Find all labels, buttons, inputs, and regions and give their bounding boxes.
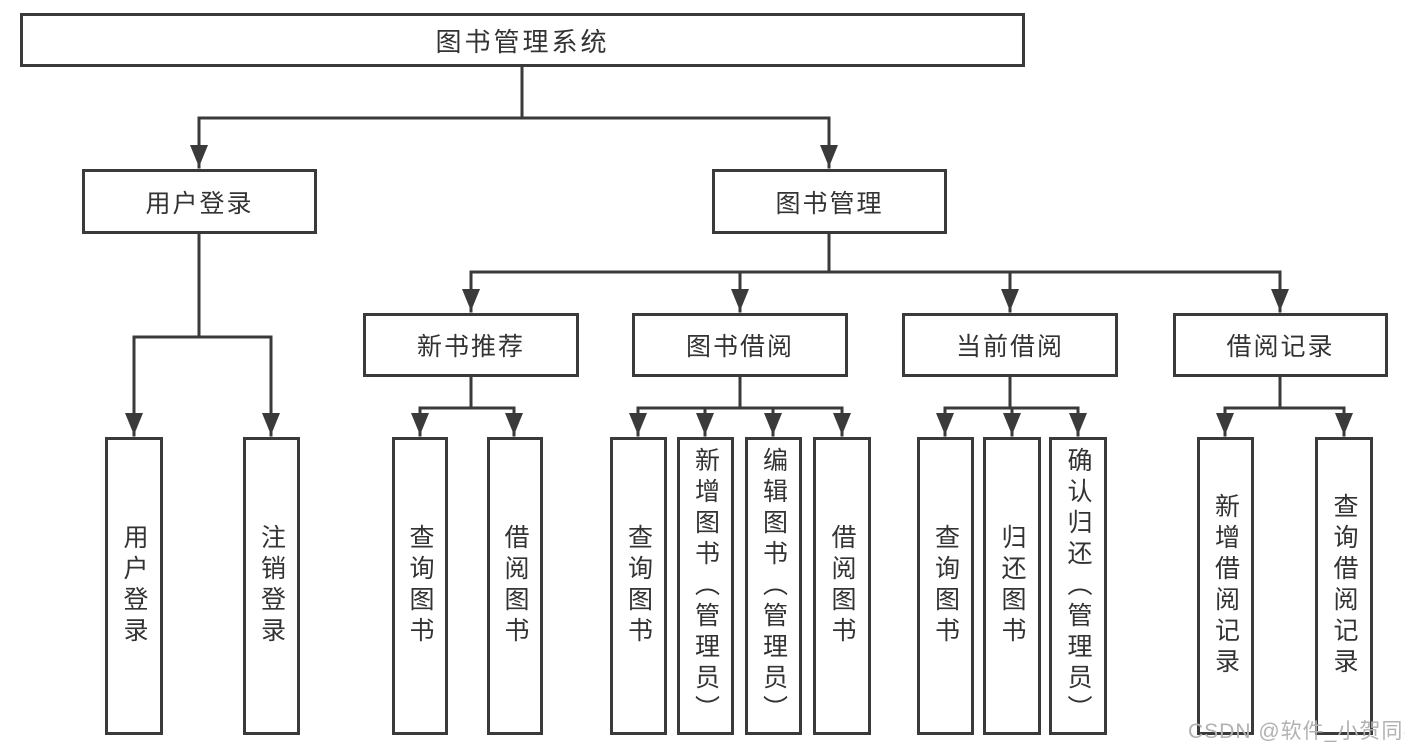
node-current-borrow-label: 当前借阅 (955, 333, 1064, 361)
leaf-bb-edit-books-admin-label: 编辑图书（管理员） (759, 446, 788, 726)
leaf-logout: 注销登录 (243, 437, 300, 735)
leaf-cb-return-books-label: 归还图书 (998, 524, 1026, 648)
node-book-mgmt: 图书管理 (712, 169, 947, 234)
leaf-cb-confirm-return-admin: 确认归还（管理员） (1049, 437, 1107, 735)
leaf-bb-edit-books-admin: 编辑图书（管理员） (745, 437, 802, 735)
leaf-user-login-label: 用户登录 (120, 524, 148, 648)
leaf-cb-return-books: 归还图书 (983, 437, 1041, 735)
node-new-books-label: 新书推荐 (416, 333, 525, 361)
leaf-br-add-record-label: 新增借阅记录 (1211, 493, 1240, 679)
leaf-nb-borrow-books: 借阅图书 (487, 437, 543, 735)
leaf-bb-borrow-books-label: 借阅图书 (828, 524, 856, 648)
node-root: 图书管理系统 (20, 13, 1025, 67)
csdn-watermark: CSDN @软件_小贺同学 (1188, 720, 1405, 743)
leaf-nb-query-books-label: 查询图书 (406, 524, 434, 648)
leaf-nb-query-books: 查询图书 (392, 437, 448, 735)
leaf-nb-borrow-books-label: 借阅图书 (501, 524, 529, 648)
leaf-br-query-record: 查询借阅记录 (1315, 437, 1373, 735)
leaf-bb-query-books-label: 查询图书 (624, 524, 653, 648)
node-book-borrow: 图书借阅 (632, 313, 848, 377)
node-book-borrow-label: 图书借阅 (685, 333, 794, 361)
node-user-login: 用户登录 (82, 169, 317, 234)
leaf-br-add-record: 新增借阅记录 (1197, 437, 1254, 735)
leaf-br-query-record-label: 查询借阅记录 (1330, 493, 1358, 679)
node-borrow-records: 借阅记录 (1173, 313, 1388, 377)
leaf-bb-borrow-books: 借阅图书 (813, 437, 871, 735)
leaf-cb-query-books: 查询图书 (917, 437, 974, 735)
leaf-cb-query-books-label: 查询图书 (931, 524, 960, 648)
leaf-bb-add-books-admin: 新增图书（管理员） (677, 437, 734, 735)
leaf-logout-label: 注销登录 (257, 524, 286, 648)
node-borrow-records-label: 借阅记录 (1226, 333, 1335, 361)
node-new-books: 新书推荐 (363, 313, 579, 377)
node-book-mgmt-label: 图书管理 (775, 189, 884, 218)
node-user-login-label: 用户登录 (145, 189, 254, 218)
leaf-user-login: 用户登录 (105, 437, 163, 735)
leaf-cb-confirm-return-admin-label: 确认归还（管理员） (1064, 446, 1092, 726)
leaf-bb-query-books: 查询图书 (610, 437, 667, 735)
leaf-bb-add-books-admin-label: 新增图书（管理员） (691, 446, 720, 726)
node-current-borrow: 当前借阅 (902, 313, 1118, 377)
node-root-label: 图书管理系统 (435, 26, 610, 57)
